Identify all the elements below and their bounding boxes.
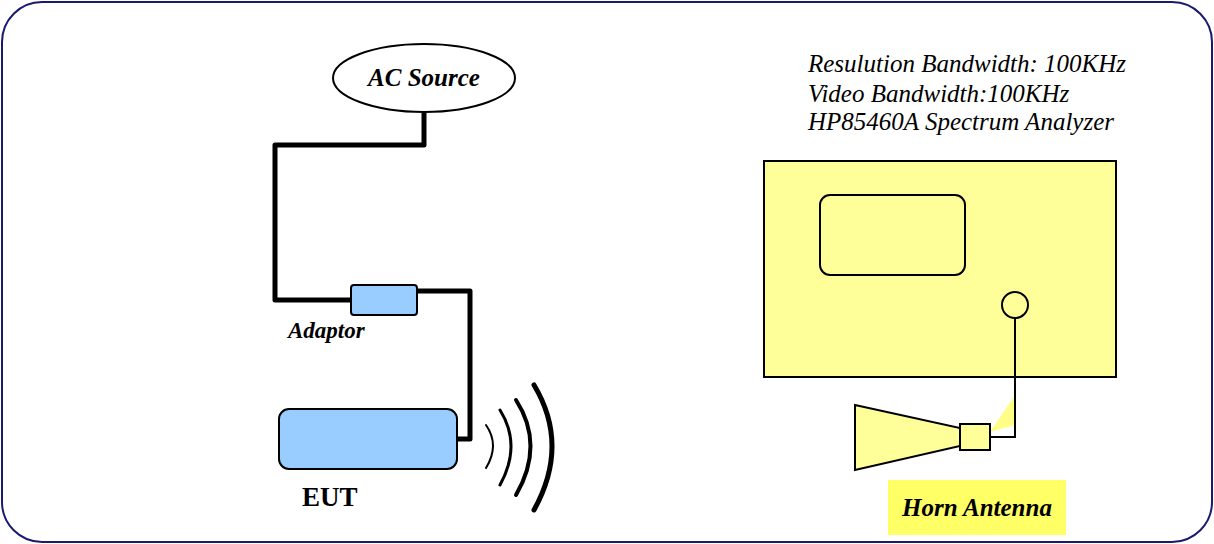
node-text: Adaptor bbox=[288, 318, 365, 344]
radio-waves bbox=[486, 385, 552, 510]
node-text: HP85460A Spectrum Analyzer bbox=[808, 108, 1114, 136]
cable bbox=[275, 113, 424, 300]
eut-box-outline bbox=[278, 408, 458, 470]
antenna-label-box: Horn Antenna bbox=[888, 480, 1066, 535]
node-text: EUT bbox=[302, 482, 358, 513]
input-port bbox=[1002, 292, 1028, 318]
spectrum-analyzer-outline bbox=[763, 160, 1117, 378]
adaptor-box: Adaptor bbox=[350, 284, 418, 316]
eut-box: EUT bbox=[278, 408, 458, 470]
source-ellipse: AC Source bbox=[332, 43, 516, 113]
setting-note: Video Bandwidth:100KHz bbox=[808, 80, 1069, 108]
adaptor-box-outline bbox=[350, 284, 418, 316]
cable bbox=[1014, 378, 1016, 395]
spectrum-analyzer: HP85460A Spectrum Analyzer bbox=[763, 160, 1117, 378]
node-text: Horn Antenna bbox=[902, 494, 1052, 522]
node-text: AC Source bbox=[368, 64, 480, 92]
horn-antenna: Horn Antenna bbox=[850, 395, 1075, 540]
input-lead bbox=[1014, 318, 1016, 378]
setting-note: Resulution Bandwidth: 100KHz bbox=[808, 50, 1126, 78]
analyzer-screen bbox=[820, 195, 965, 275]
horn-symbol bbox=[855, 395, 1015, 470]
